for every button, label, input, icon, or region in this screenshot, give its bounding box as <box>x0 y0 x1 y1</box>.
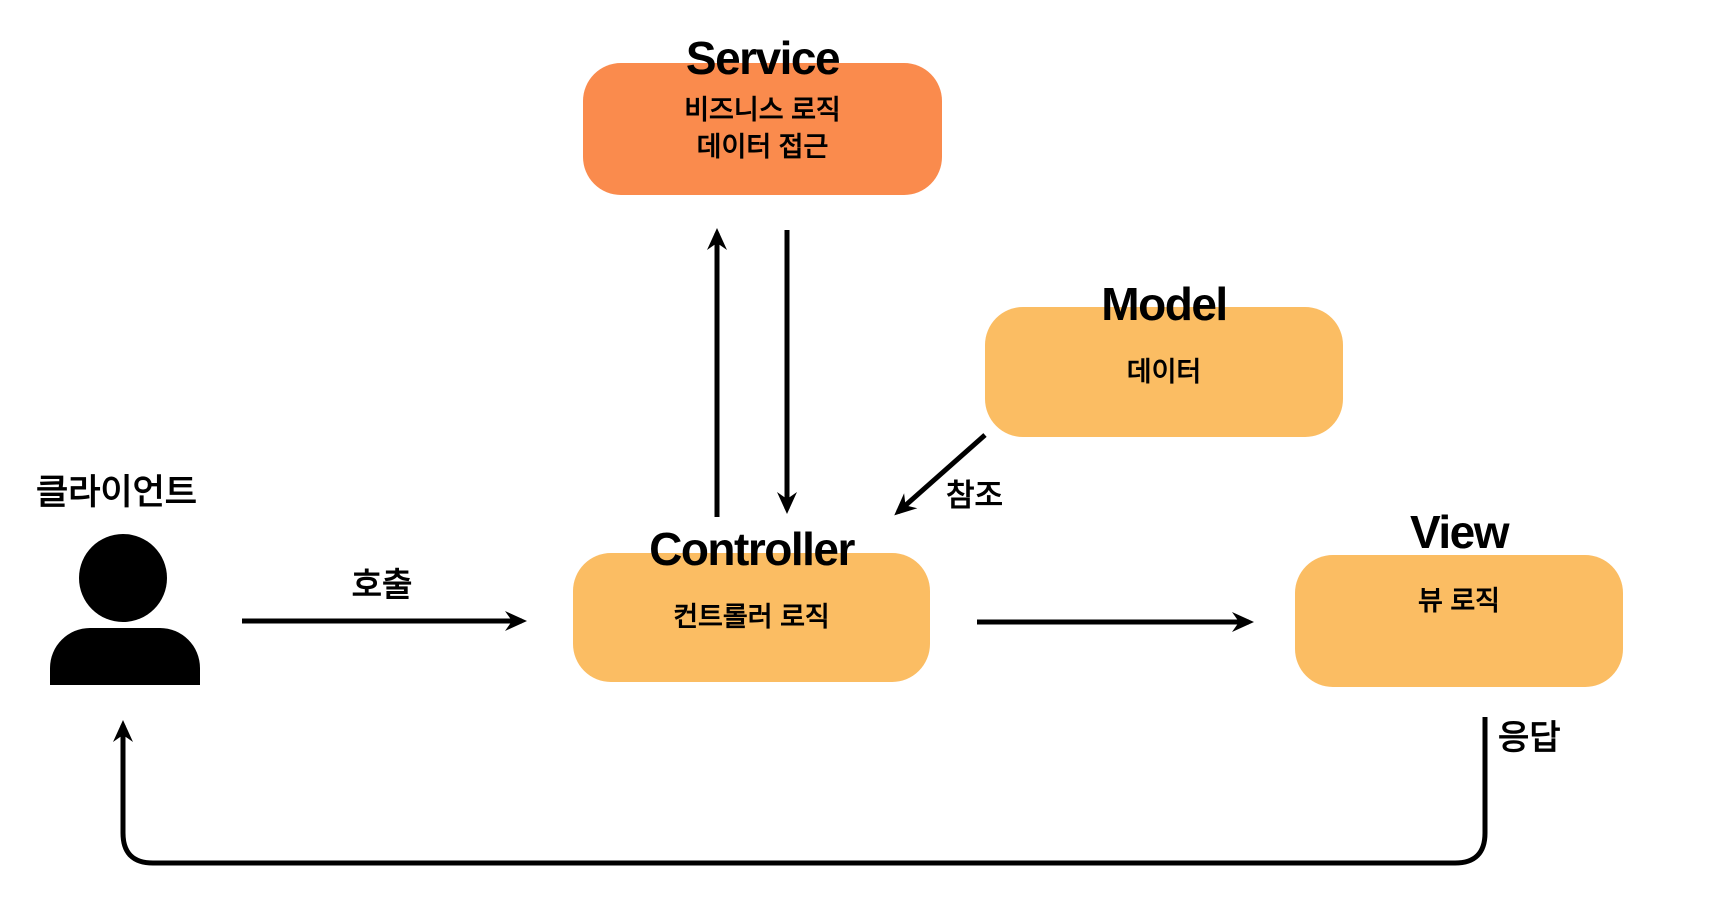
model-content: 데이터 <box>985 307 1343 437</box>
reference-edge-label: 참조 <box>946 478 1004 513</box>
controller-content: 컨트롤러 로직 <box>573 553 930 682</box>
model-node: Model 데이터 <box>985 281 1343 437</box>
service-content: 비즈니스 로직 데이터 접근 <box>583 63 942 195</box>
model-to-controller-arrow <box>894 433 987 516</box>
view-node: View 뷰 로직 <box>1295 509 1623 687</box>
controller-node: Controller 컨트롤러 로직 <box>573 526 930 682</box>
controller-title: Controller <box>649 523 855 575</box>
client-label: 클라이언트 <box>36 473 198 512</box>
model-line-data: 데이터 <box>1126 356 1202 387</box>
model-title: Model <box>1101 278 1228 330</box>
view-title: View <box>1410 506 1510 558</box>
view-line-logic: 뷰 로직 <box>1417 585 1501 616</box>
service-node: Service 비즈니스 로직 데이터 접근 <box>583 35 942 195</box>
person-icon-body <box>50 628 200 685</box>
view-to-client-response-arrow <box>113 717 1488 866</box>
service-line-data-access: 데이터 접근 <box>696 132 829 162</box>
service-title: Service <box>685 32 841 84</box>
person-icon-head <box>79 534 167 622</box>
view-content: 뷰 로직 <box>1295 555 1623 687</box>
controller-line-logic: 컨트롤러 로직 <box>673 602 830 632</box>
service-line-business-logic: 비즈니스 로직 <box>684 95 841 125</box>
response-edge-label: 응답 <box>1498 719 1561 757</box>
call-edge-label: 호출 <box>351 566 413 603</box>
